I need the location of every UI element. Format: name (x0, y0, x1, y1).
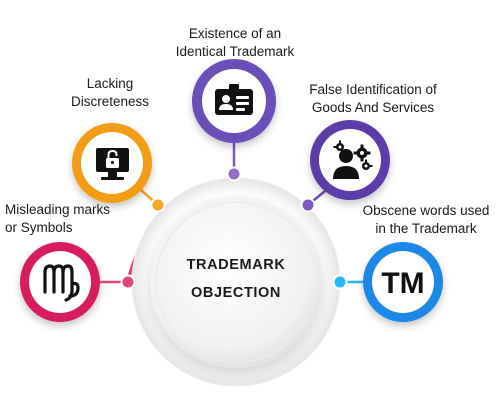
dot-lacking (150, 197, 166, 213)
node-lacking (72, 123, 152, 203)
node-existence (192, 59, 276, 143)
label-misleading: Misleading marks or Symbols (5, 201, 110, 237)
label-false-id: False Identification of Goods And Servic… (288, 81, 458, 117)
monitor-lock-icon (96, 148, 129, 180)
label-lacking-line2: Discreteness (70, 94, 150, 109)
trademark-tm-icon: TM (381, 267, 424, 300)
center-title-line2: OBJECTION (191, 285, 281, 301)
dot-obscene (332, 274, 348, 290)
label-existence-line1: Existence of an (188, 26, 282, 41)
id-card-icon (215, 84, 253, 115)
label-obscene-line1: Obscene words used (362, 203, 490, 218)
label-lacking-line1: Lacking (86, 76, 134, 91)
node-misleading (20, 242, 100, 322)
label-existence: Existence of an Identical Trademark (160, 25, 310, 61)
label-false-id-line2: Goods And Services (311, 100, 435, 115)
node-obscene: TM (363, 242, 443, 322)
center-title-line1: TRADEMARK (186, 257, 286, 273)
node-false-id (310, 120, 390, 200)
user-gears-icon (333, 140, 373, 179)
label-lacking: Lacking Discreteness (60, 75, 160, 111)
label-obscene-line2: in the Trademark (375, 221, 477, 236)
center-title: TRADEMARK OBJECTION (160, 251, 312, 307)
center-inner-ring (155, 201, 317, 363)
dot-existence (226, 166, 242, 182)
label-misleading-line1: Misleading marks (5, 202, 111, 217)
dot-misleading (120, 274, 136, 290)
dot-false-id (300, 197, 316, 213)
label-obscene: Obscene words used in the Trademark (356, 202, 496, 238)
label-existence-line2: Identical Trademark (175, 44, 295, 59)
label-false-id-line1: False Identification of (309, 82, 437, 97)
label-misleading-line2: or Symbols (5, 220, 73, 235)
virgo-symbol-icon (43, 264, 80, 302)
center-disc (150, 196, 322, 368)
